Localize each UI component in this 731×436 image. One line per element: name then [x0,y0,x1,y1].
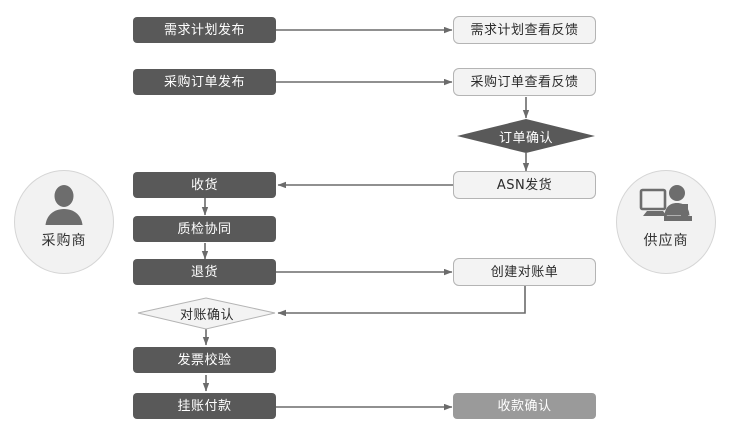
edge-n10-n11 [277,286,526,317]
node-demand-plan-publish[interactable]: 需求计划发布 [133,17,276,43]
actor-buyer-label: 采购商 [41,233,87,249]
actor-supplier-label: 供应商 [643,233,689,249]
node-payable-payment[interactable]: 挂账付款 [133,393,276,419]
node-asn-shipment[interactable]: ASN发货 [453,171,596,199]
node-receipt-confirmation[interactable]: 收款确认 [453,393,596,419]
decision-order-confirm-shape[interactable] [457,119,595,153]
node-quality-inspection-collaboration[interactable]: 质检协同 [133,216,276,242]
person-icon [45,185,83,225]
person-at-computer-icon [639,185,692,221]
actor-supplier[interactable]: 供应商 [616,170,716,274]
node-create-reconciliation-statement[interactable]: 创建对账单 [453,258,596,286]
node-purchase-order-publish[interactable]: 采购订单发布 [133,69,276,95]
decision-reconcile-confirm-shape[interactable] [137,297,276,330]
node-goods-receipt[interactable]: 收货 [133,172,276,198]
actor-buyer[interactable]: 采购商 [14,170,114,274]
node-return-goods[interactable]: 退货 [133,259,276,285]
node-demand-plan-view-feedback[interactable]: 需求计划查看反馈 [453,16,596,44]
node-purchase-order-view-feedback[interactable]: 采购订单查看反馈 [453,68,596,96]
node-invoice-verification[interactable]: 发票校验 [133,347,276,373]
